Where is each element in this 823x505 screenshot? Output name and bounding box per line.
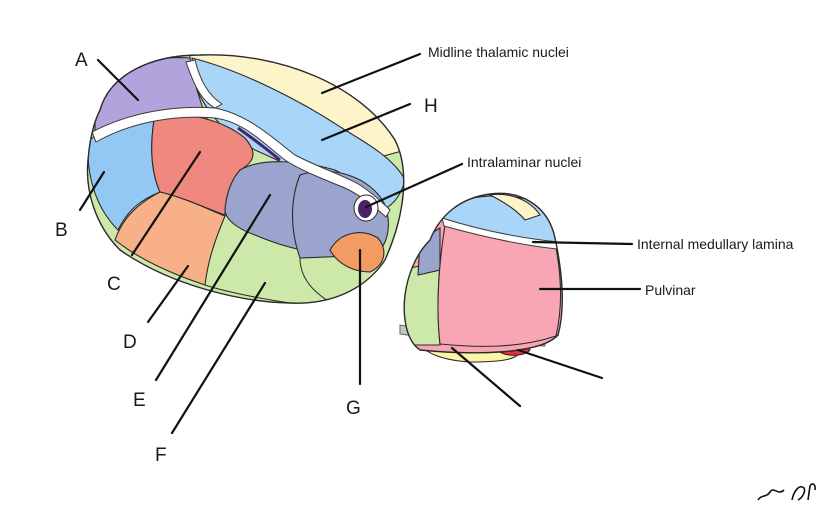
leader-b <box>78 170 106 212</box>
leader-intralaminar <box>364 162 464 209</box>
main-thalamus-outline <box>86 54 405 304</box>
leader-f <box>170 281 267 435</box>
region-g <box>329 232 385 273</box>
label-d: D <box>123 332 137 353</box>
label-g: G <box>346 398 361 419</box>
region-midline-posterior <box>488 193 541 221</box>
label-f: F <box>155 445 167 466</box>
internal-medullary-lamina-main <box>91 106 391 218</box>
leader-d <box>146 264 190 324</box>
region-d <box>114 191 226 286</box>
boundary-line <box>299 257 331 303</box>
medullary-stria <box>185 59 223 109</box>
leader-a <box>96 58 140 102</box>
intralaminar-nucleus <box>358 200 372 218</box>
label-internal-medullary-lamina: Internal medullary lamina <box>637 236 794 252</box>
label-e: E <box>133 390 146 411</box>
leader-red-region <box>516 348 604 380</box>
posterior-thalamus-outline <box>403 192 563 354</box>
label-pulvinar: Pulvinar <box>645 282 696 298</box>
leader-h <box>320 102 412 142</box>
leader-yellow-region <box>450 346 522 408</box>
leader-c <box>130 150 202 257</box>
label-c: C <box>107 274 121 295</box>
boundary-line <box>204 284 291 304</box>
signature-mark <box>757 483 816 501</box>
label-a: A <box>75 50 88 71</box>
posterior-thalamus <box>399 192 563 363</box>
leader-e <box>154 193 272 382</box>
leader-internal-medullary <box>531 240 634 246</box>
label-intralaminar-nuclei: Intralaminar nuclei <box>467 154 581 170</box>
intralaminar-streak <box>237 126 281 162</box>
label-midline-thalamic-nuclei: Midline thalamic nuclei <box>428 44 569 60</box>
leader-midline <box>320 52 422 95</box>
label-b: B <box>55 220 68 241</box>
label-h: H <box>424 96 438 117</box>
